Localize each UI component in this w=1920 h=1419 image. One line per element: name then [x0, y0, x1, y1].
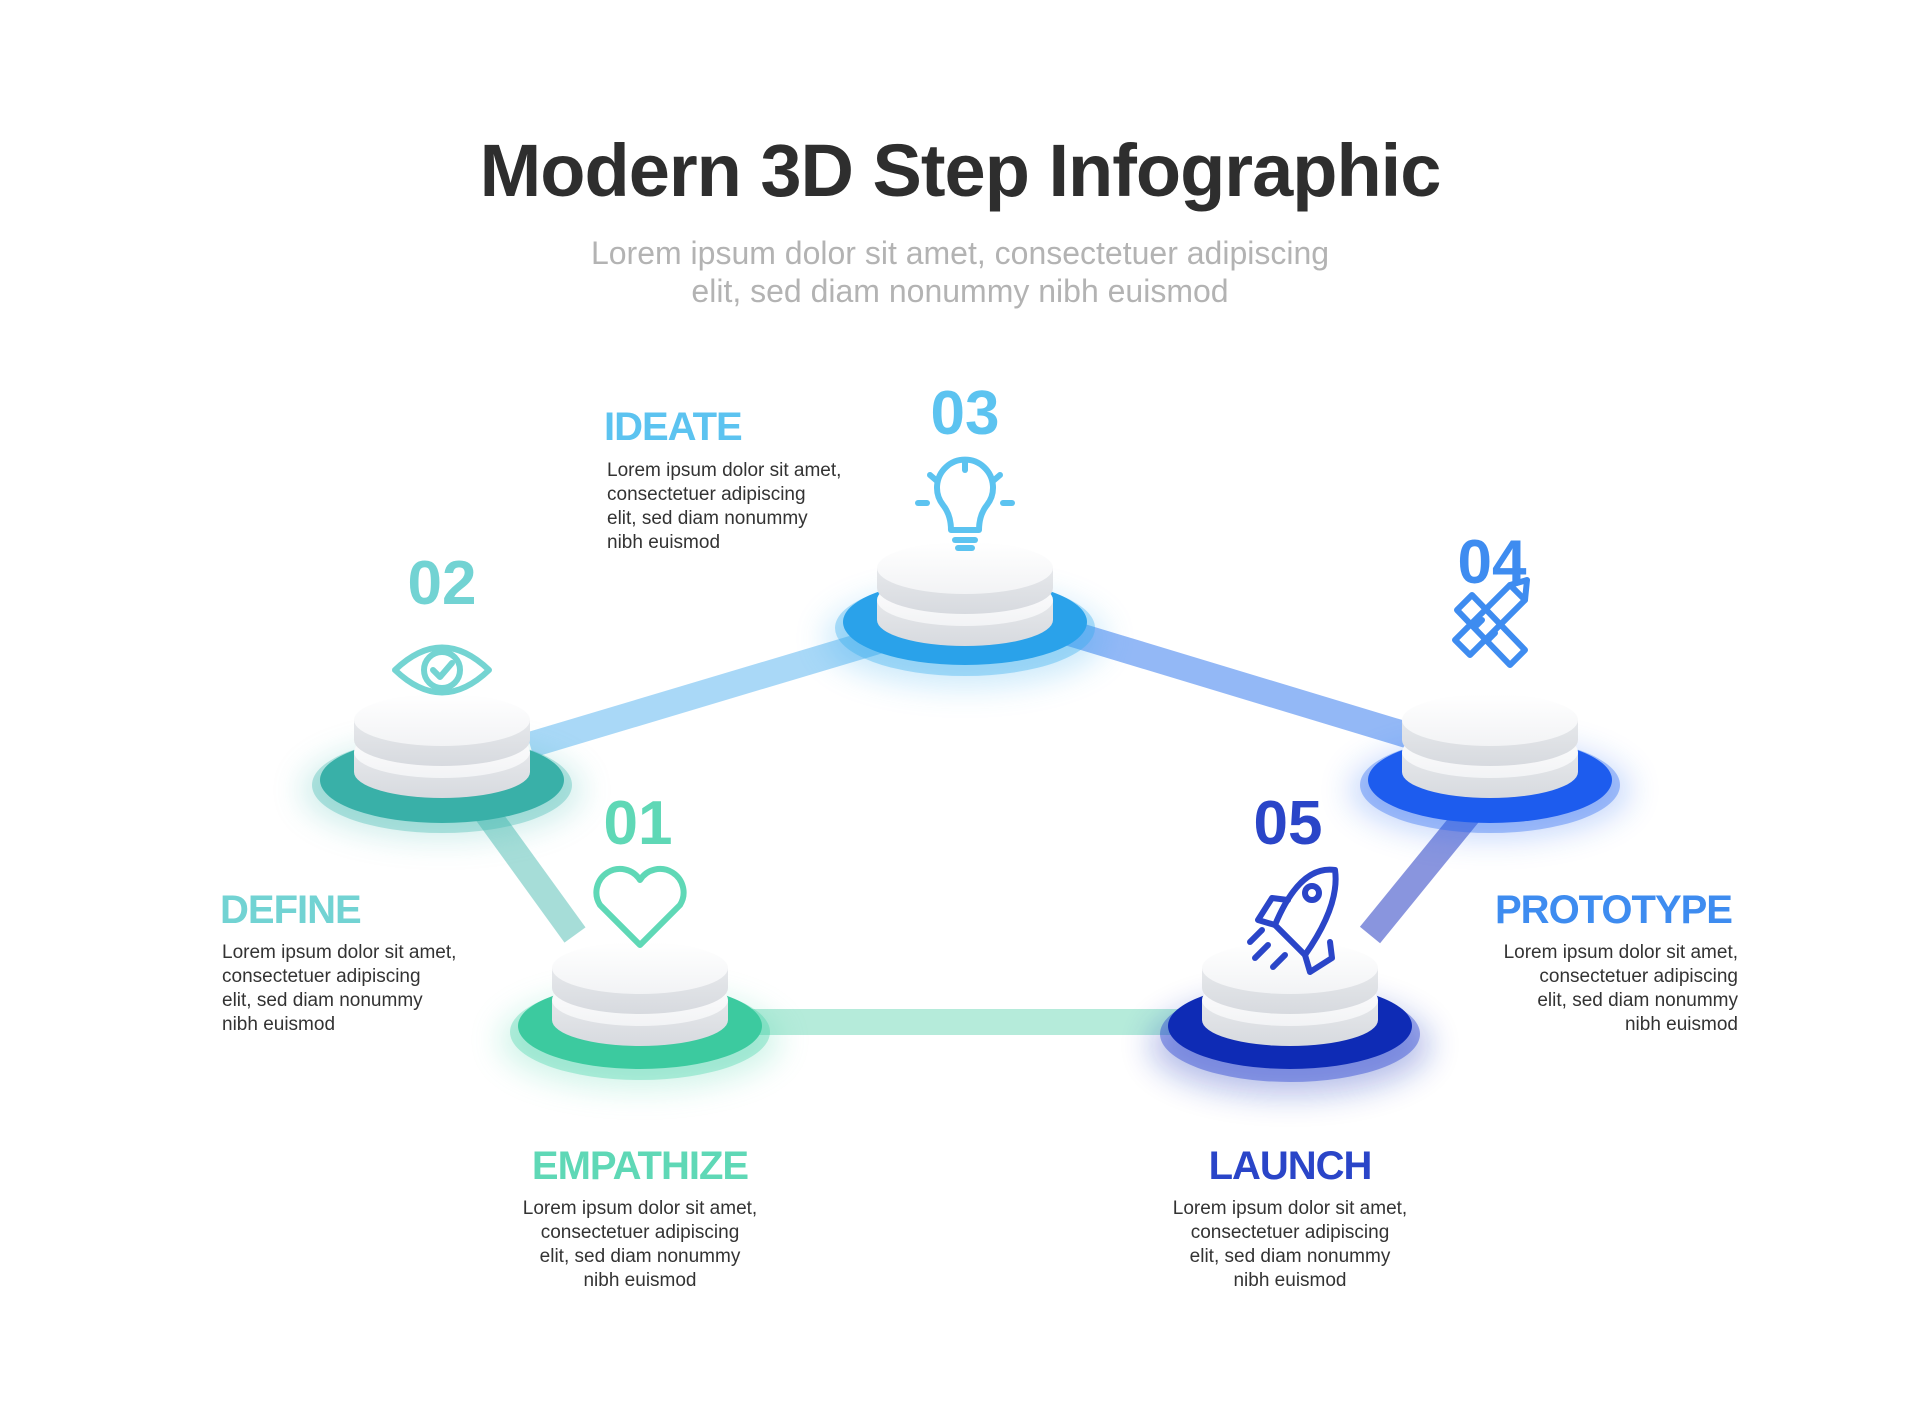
step-04-number: 04	[1457, 528, 1527, 597]
pencil-ruler-icon	[1452, 577, 1530, 668]
rocket-icon	[1247, 866, 1339, 975]
description-line: elit, sed diam nonummy	[607, 508, 808, 529]
description-line: elit, sed diam nonummy	[222, 990, 423, 1011]
step-05-label: LAUNCH	[1208, 1144, 1373, 1188]
description-line: consectetuer adipiscing	[607, 484, 806, 505]
description-line: Lorem ipsum dolor sit amet,	[1172, 1198, 1408, 1219]
description-line: consectetuer adipiscing	[1190, 1222, 1390, 1243]
step-03-pedestal	[825, 542, 1105, 686]
step-03-number: 03	[930, 379, 1000, 448]
description-line: Lorem ipsum dolor sit amet,	[222, 942, 457, 963]
step-01-number: 01	[603, 789, 673, 858]
step-03-description: Lorem ipsum dolor sit amet, consectetuer…	[607, 459, 887, 555]
step-02-description: Lorem ipsum dolor sit amet, consectetuer…	[222, 941, 502, 1037]
description-line: Lorem ipsum dolor sit amet,	[522, 1198, 758, 1219]
description-line: elit, sed diam nonummy	[1189, 1246, 1391, 1267]
description-line: nibh euismod	[607, 532, 721, 553]
step-05-number: 05	[1253, 789, 1323, 858]
step-02-pedestal	[302, 694, 582, 838]
description-line: nibh euismod	[1233, 1270, 1347, 1291]
description-line: nibh euismod	[583, 1270, 697, 1291]
description-line: Lorem ipsum dolor sit amet,	[1503, 942, 1738, 963]
description-line: Lorem ipsum dolor sit amet,	[607, 460, 842, 481]
subtitle-line: elit, sed diam nonummy nibh euismod	[691, 273, 1229, 309]
subtitle-line: Lorem ipsum dolor sit amet, consectetuer…	[590, 235, 1330, 271]
step-02-label: DEFINE	[220, 888, 362, 932]
heart-icon	[593, 865, 687, 948]
lightbulb-icon	[915, 456, 1015, 551]
description-line: nibh euismod	[222, 1014, 336, 1035]
description-line: nibh euismod	[1624, 1014, 1738, 1035]
description-line: consectetuer adipiscing	[222, 966, 421, 987]
step-01-description: Lorem ipsum dolor sit amet, consectetuer…	[500, 1197, 780, 1293]
step-01-pedestal	[500, 942, 780, 1088]
step-01-label: EMPATHIZE	[531, 1144, 749, 1188]
page-subtitle: Lorem ipsum dolor sit amet, consectetuer…	[560, 234, 1360, 310]
page-title: Modern 3D Step Infographic	[479, 129, 1442, 212]
description-line: consectetuer adipiscing	[540, 1222, 740, 1243]
step-05-pedestal	[1150, 942, 1430, 1095]
description-line: elit, sed diam nonummy	[1537, 990, 1738, 1011]
description-line: consectetuer adipiscing	[1539, 966, 1738, 987]
eye-check-icon	[392, 644, 492, 696]
step-05-description: Lorem ipsum dolor sit amet, consectetuer…	[1150, 1197, 1430, 1293]
step-04-label: PROTOTYPE	[1495, 888, 1733, 932]
step-02-number: 02	[407, 549, 477, 618]
step-04-description: Lorem ipsum dolor sit amet, consectetuer…	[1458, 941, 1738, 1037]
step-03-label: IDEATE	[604, 405, 743, 449]
description-line: elit, sed diam nonummy	[539, 1246, 741, 1267]
step-04-pedestal	[1350, 694, 1630, 838]
